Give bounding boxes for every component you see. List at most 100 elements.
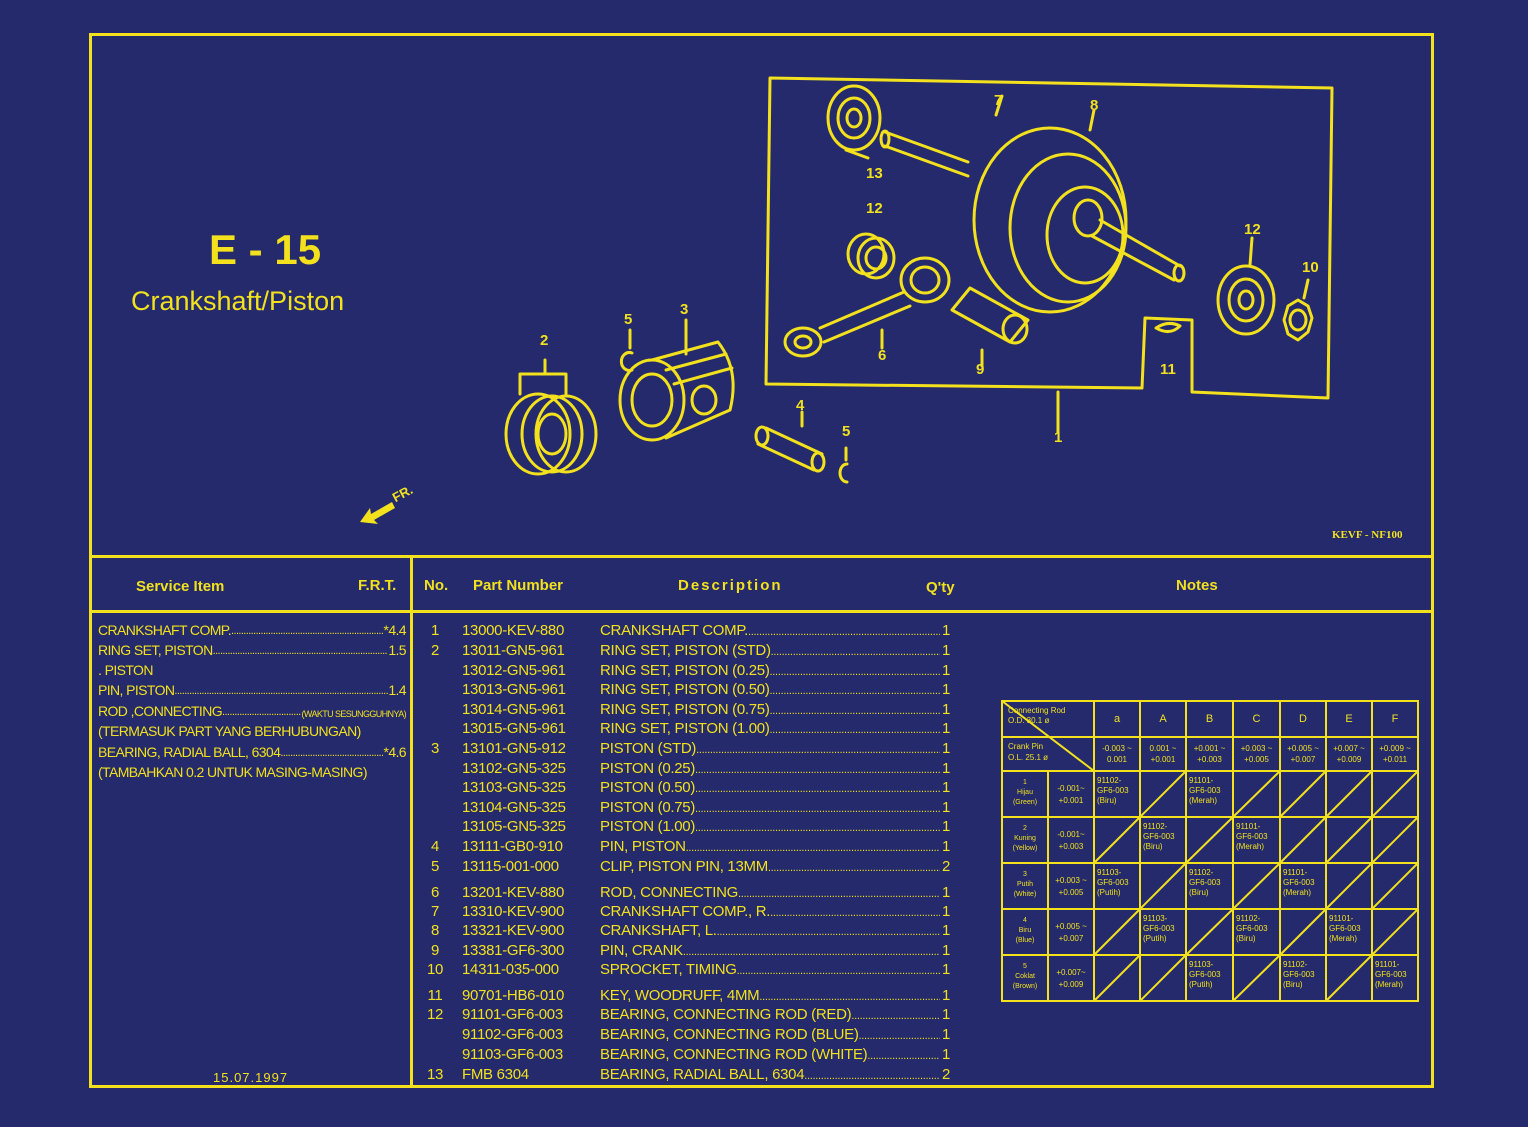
leader-dots <box>771 645 940 659</box>
part-description-cell: PISTON (0.75) <box>600 799 940 816</box>
empty-cell-diagonal <box>1325 862 1373 910</box>
part-number: 13014-GN5-961 <box>462 701 566 718</box>
bearing-code: (Putih) <box>1189 980 1213 989</box>
empty-cell-diagonal <box>1232 954 1281 1002</box>
empty-cell-diagonal <box>1232 770 1281 818</box>
part-number: 13012-GN5-961 <box>462 662 566 679</box>
part-description-cell: RING SET, PISTON (1.00) <box>600 720 940 737</box>
part-number: 13015-GN5-961 <box>462 720 566 737</box>
row-label: (Blue) <box>1016 937 1035 944</box>
service-item-note: (WAKTU SESUNGGUHNYA) <box>301 709 406 719</box>
callout-3: 3 <box>680 301 688 318</box>
row-range: +0.005 <box>1059 888 1084 897</box>
service-item-row: . PISTON <box>98 662 406 678</box>
part-ref-number: 3 <box>430 740 440 757</box>
callout-6: 6 <box>878 347 886 364</box>
column-range: +0.001 <box>1151 755 1176 764</box>
part-quantity: 1 <box>942 779 951 796</box>
part-number: 13000-KEV-880 <box>462 622 565 639</box>
column-range: +0.003 <box>1197 755 1222 764</box>
part-description: SPROCKET, TIMING <box>600 961 737 978</box>
bearing-code: GF6-003 <box>1097 786 1129 795</box>
crankshaft-icon <box>879 94 1186 314</box>
part-number: 91101-GF6-003 <box>462 1006 563 1023</box>
leader-dots <box>695 763 940 777</box>
leader-dots <box>804 1069 940 1083</box>
callout-2: 2 <box>540 332 548 349</box>
bearing-code: 91103- <box>1189 960 1214 969</box>
part-number: 13102-GN5-325 <box>462 760 566 777</box>
leader-dots <box>738 887 940 901</box>
callout-7: 7 <box>994 92 1002 109</box>
part-ref-number: 11 <box>427 987 443 1004</box>
part-description: ROD, CONNECTING <box>600 884 739 901</box>
part-quantity: 1 <box>942 987 951 1004</box>
row-label: Putih <box>1017 881 1033 888</box>
part-description-cell: PISTON (0.25) <box>600 760 940 777</box>
service-item-row: BEARING, RADIAL BALL, 6304*4.6 <box>98 744 407 760</box>
section-code: E - 15 <box>209 226 322 273</box>
bearing-code: GF6-003 <box>1283 970 1315 979</box>
part-quantity: 1 <box>942 642 951 659</box>
service-item-label: RING SET, PISTON <box>98 642 213 658</box>
part-description: CRANKSHAFT COMP. <box>600 622 749 639</box>
empty-cell-diagonal <box>1325 770 1373 818</box>
part-number: 13011-GN5-961 <box>462 642 565 659</box>
row-range: +0.003 <box>1059 842 1084 851</box>
service-item-frt: *4.4 <box>383 622 406 638</box>
part-description-cell: BEARING, RADIAL BALL, 6304 <box>600 1066 940 1083</box>
empty-cell-diagonal <box>1325 954 1373 1002</box>
header-service-item: Service Item <box>136 578 225 595</box>
part-quantity: 1 <box>942 799 951 816</box>
part-ref-number: 9 <box>430 942 440 959</box>
callout-11: 11 <box>1160 361 1176 378</box>
bearing-code: 91102- <box>1283 960 1308 969</box>
column-range: +0.003 ~ <box>1241 744 1273 753</box>
row-range: +0.003 ~ <box>1055 876 1087 885</box>
row-label: Biru <box>1019 927 1032 934</box>
row-range: +0.005 ~ <box>1055 922 1087 931</box>
part-quantity: 2 <box>942 858 951 875</box>
part-quantity: 1 <box>942 622 951 639</box>
model-code: KEVF - NF100 <box>1332 529 1403 541</box>
part-quantity: 1 <box>942 681 951 698</box>
column-letter: C <box>1253 713 1261 725</box>
part-number: 91102-GF6-003 <box>462 1026 563 1043</box>
leader-dots <box>695 782 940 796</box>
leader-dots <box>695 821 940 835</box>
bearing-code: (Biru) <box>1236 934 1256 943</box>
leader-dots <box>748 625 940 639</box>
column-letter: F <box>1392 713 1399 725</box>
front-arrow-icon <box>360 502 395 524</box>
part-number: 13105-GN5-325 <box>462 818 566 835</box>
bearing-code: (Putih) <box>1143 934 1167 943</box>
part-number: FMB 6304 <box>462 1066 529 1083</box>
corner-diagonal <box>1001 700 1095 772</box>
part-ref-number: 8 <box>430 922 440 939</box>
row-label: 2 <box>1023 825 1027 832</box>
column-letter: E <box>1345 713 1352 725</box>
leader-dots <box>683 945 940 959</box>
row-label: 3 <box>1023 871 1027 878</box>
service-item-label: PIN, PISTON <box>98 682 175 698</box>
part-description-cell: PIN, PISTON <box>600 838 940 855</box>
column-letter: a <box>1114 713 1121 725</box>
row-label: Kuning <box>1014 835 1036 842</box>
part-number: 13321-KEV-900 <box>462 922 565 939</box>
bearing-code: GF6-003 <box>1143 924 1175 933</box>
part-quantity: 1 <box>942 1046 951 1063</box>
needle-bearing-icon <box>846 232 896 280</box>
part-quantity: 1 <box>942 662 951 679</box>
row-label: (White) <box>1014 891 1037 898</box>
header-frt: F.R.T. <box>358 577 397 594</box>
bearing-code: 91102- <box>1143 822 1168 831</box>
